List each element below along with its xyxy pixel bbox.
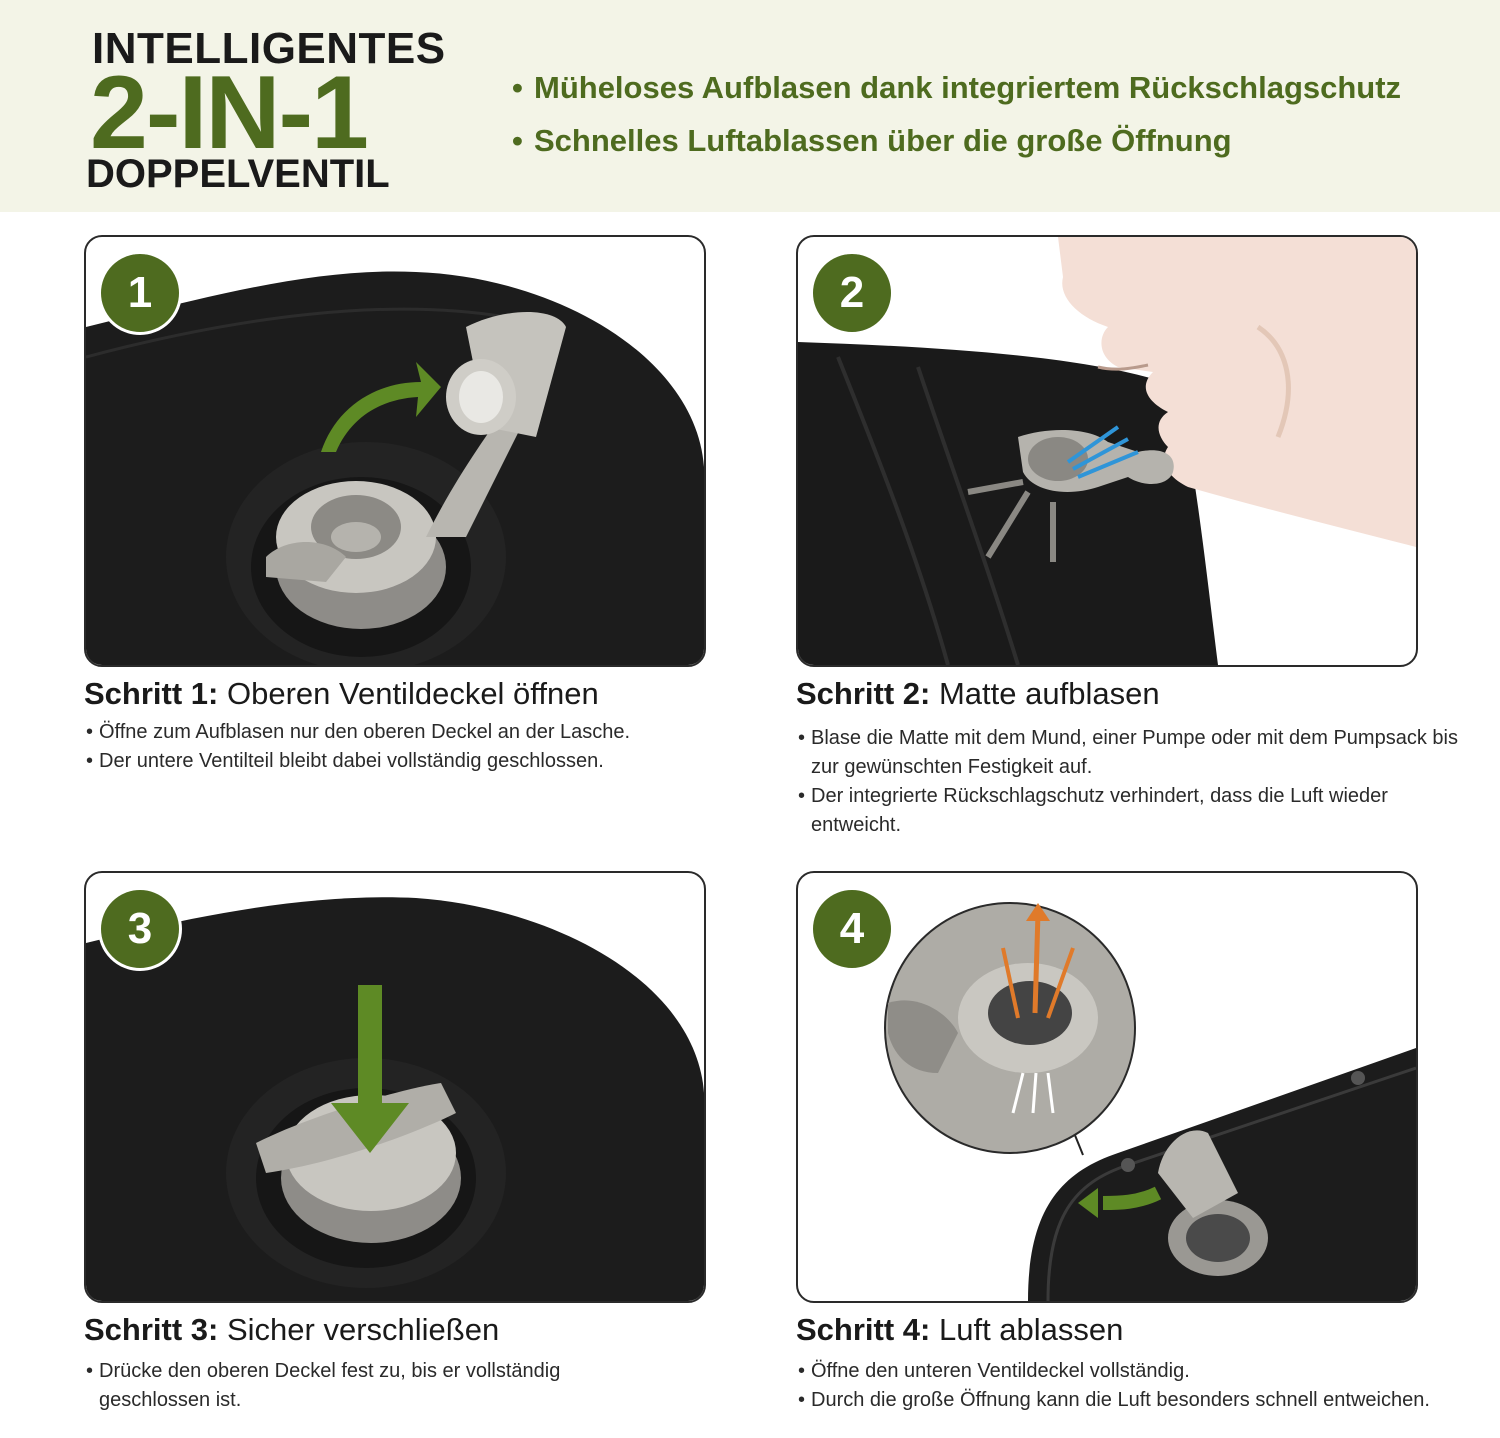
step-3-illustration: 3 xyxy=(84,871,706,1303)
bullet-dot-icon: • xyxy=(512,70,523,105)
step-3-bullet: Drücke den oberen Deckel fest zu, bis er… xyxy=(86,1357,676,1415)
step-1-number-badge: 1 xyxy=(98,251,182,335)
step-1-illustration: 1 xyxy=(84,235,706,667)
step-2-bullet: Blase die Matte mit dem Mund, einer Pump… xyxy=(798,724,1458,782)
step-2-title: Matte aufblasen xyxy=(938,676,1160,711)
step-3-label: Schritt 3: xyxy=(84,1312,219,1347)
step-2-bullet: Der integrierte Rückschlagschutz verhind… xyxy=(798,782,1458,840)
step-4-heading: Schritt 4: Luft ablassen xyxy=(796,1312,1123,1348)
step-1-label: Schritt 1: xyxy=(84,676,219,711)
step-3-title: Sicher verschließen xyxy=(226,1312,500,1347)
step-4-number-badge: 4 xyxy=(810,887,894,971)
step-2-heading: Schritt 2: Matte aufblasen xyxy=(796,676,1160,712)
step-4-bullet: Öffne den unteren Ventildeckel vollständ… xyxy=(798,1357,1458,1386)
step-2-label: Schritt 2: xyxy=(796,676,931,711)
step-1-heading: Schritt 1: Oberen Ventildeckel öffnen xyxy=(84,676,599,712)
step-1-bullet: Öffne zum Aufblasen nur den oberen Decke… xyxy=(86,718,676,747)
step-2-bullet-list: Blase die Matte mit dem Mund, einer Pump… xyxy=(798,724,1458,840)
step-3-number-badge: 3 xyxy=(98,887,182,971)
mat-valve-open-illustration xyxy=(86,271,704,665)
step-4-title: Luft ablassen xyxy=(938,1312,1124,1347)
mat-valve-deflate-illustration xyxy=(884,902,1416,1301)
title-2-in-1: 2-IN-1 xyxy=(90,55,369,171)
step-2-illustration: 2 xyxy=(796,235,1418,667)
step-4-bullet-list: Öffne den unteren Ventildeckel vollständ… xyxy=(798,1357,1458,1415)
step-1-bullet: Der untere Ventilteil bleibt dabei volls… xyxy=(86,747,676,776)
step-2-number-badge: 2 xyxy=(810,251,894,335)
feature-inflate-text: Müheloses Aufblasen dank integriertem Rü… xyxy=(534,70,1402,105)
title-intelligentes: INTELLIGENTES xyxy=(92,24,446,73)
mat-valve-close-illustration xyxy=(86,897,704,1301)
step-3-bullet-list: Drücke den oberen Deckel fest zu, bis er… xyxy=(86,1357,676,1415)
bullet-dot-icon: • xyxy=(512,123,523,158)
step-1-bullet-list: Öffne zum Aufblasen nur den oberen Decke… xyxy=(86,718,676,776)
step-4-label: Schritt 4: xyxy=(796,1312,931,1347)
step-3-heading: Schritt 3: Sicher verschließen xyxy=(84,1312,499,1348)
step-4-illustration: 4 xyxy=(796,871,1418,1303)
feature-deflate-text: Schnelles Luftablassen über die große Öf… xyxy=(534,123,1232,158)
feature-inflate: • Müheloses Aufblasen dank integriertem R… xyxy=(512,70,1401,106)
step-4-bullet: Durch die große Öffnung kann die Luft be… xyxy=(798,1386,1458,1415)
feature-deflate: • Schnelles Luftablassen über die große Ö… xyxy=(512,123,1232,159)
mouth-inflating-illustration xyxy=(798,237,1416,665)
header-banner: INTELLIGENTES 2-IN-1 DOPPELVENTIL • Mühel… xyxy=(0,0,1500,212)
step-1-title: Oberen Ventildeckel öffnen xyxy=(226,676,599,711)
title-doppelventil: DOPPELVENTIL xyxy=(86,152,390,196)
